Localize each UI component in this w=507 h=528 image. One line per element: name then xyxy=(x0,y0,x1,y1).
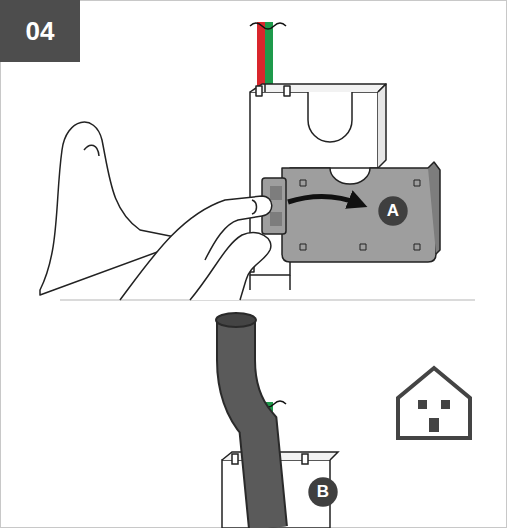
callout-circle xyxy=(308,477,337,506)
step-number: 04 xyxy=(0,0,80,62)
callout-label: A xyxy=(387,201,399,221)
callout-number: A xyxy=(378,196,408,226)
callout-label: B xyxy=(317,482,329,502)
callout-number: B xyxy=(308,477,338,507)
separator xyxy=(60,300,475,301)
hand xyxy=(40,122,272,300)
sensor-wires xyxy=(250,22,286,92)
current-transformer xyxy=(244,84,440,290)
open-arrow xyxy=(288,196,360,204)
house-icon xyxy=(398,368,470,438)
step-label: 04 xyxy=(26,16,55,47)
callout-circle xyxy=(378,196,407,225)
mains-cable xyxy=(216,313,268,528)
